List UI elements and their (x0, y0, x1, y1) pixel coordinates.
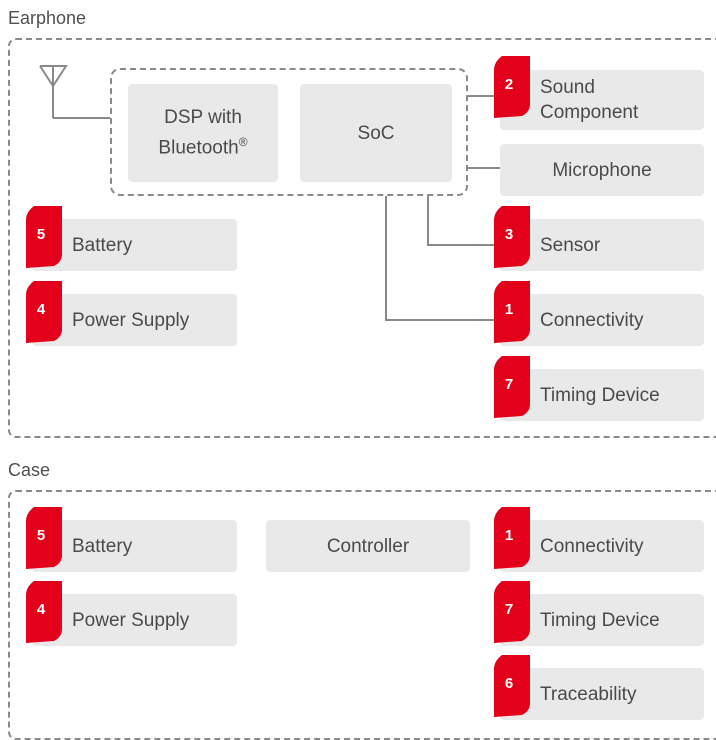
badge-number: 2 (504, 76, 514, 93)
sensor-label: Sensor (540, 234, 601, 256)
badge-power-supply: 4 (26, 281, 64, 343)
badge-connectivity: 1 (494, 281, 532, 343)
dsp-label-line2: Bluetooth (158, 137, 239, 159)
case-frame (8, 490, 716, 740)
microphone-label: Microphone (552, 159, 652, 181)
badge-case-connectivity: 1 (494, 507, 532, 569)
battery-block: Battery (32, 219, 237, 271)
processor-group-frame (110, 68, 468, 196)
traceability-label: Traceability (540, 683, 637, 705)
badge-case-timing-device: 7 (494, 581, 532, 643)
case-power-supply-block: Power Supply (32, 594, 237, 646)
sound-label-line2: Component (540, 102, 639, 123)
badge-number: 1 (504, 527, 514, 544)
badge-number: 4 (36, 301, 46, 318)
case-battery-label: Battery (72, 535, 133, 557)
badge-number: 1 (504, 301, 514, 318)
microphone-block: Microphone (500, 144, 704, 196)
case-battery-block: Battery (32, 520, 237, 572)
connectivity-label: Connectivity (540, 309, 644, 331)
power-label: Power Supply (72, 309, 190, 331)
badge-number: 5 (36, 226, 46, 243)
soc-block: SoC (300, 84, 452, 182)
badge-number: 3 (504, 226, 514, 243)
case-timing-device-block: Timing Device (500, 594, 704, 646)
badge-number: 7 (504, 601, 514, 618)
badge-number: 6 (504, 675, 514, 692)
connectivity-block: Connectivity (500, 294, 704, 346)
earphone-frame (8, 38, 716, 438)
case-connectivity-block: Connectivity (500, 520, 704, 572)
timing-label: Timing Device (540, 384, 660, 406)
registered-mark: ® (238, 135, 248, 150)
earphone-section-title: Earphone (8, 8, 87, 28)
sensor-block: Sensor (500, 219, 704, 271)
badge-sensor: 3 (494, 206, 532, 268)
case-connectivity-label: Connectivity (540, 535, 644, 557)
dsp-label-line1: DSP with (164, 107, 242, 129)
case-timing-label: Timing Device (540, 609, 660, 631)
soc-label: SoC (357, 122, 395, 144)
controller-block: Controller (266, 520, 470, 572)
dsp-bluetooth-block: DSP with Bluetooth® (128, 84, 278, 182)
badge-case-battery: 5 (26, 507, 64, 569)
badge-battery: 5 (26, 206, 64, 268)
timing-device-block: Timing Device (500, 369, 704, 421)
badge-sound-component: 2 (494, 56, 532, 118)
battery-label: Battery (72, 234, 133, 256)
badge-case-power-supply: 4 (26, 581, 64, 643)
badge-number: 4 (36, 601, 46, 618)
case-power-label: Power Supply (72, 609, 190, 631)
badge-number: 5 (36, 527, 46, 544)
case-section-title: Case (8, 460, 51, 480)
power-supply-block: Power Supply (32, 294, 237, 346)
sound-label-line1: Sound (540, 77, 595, 98)
traceability-block: Traceability (500, 668, 704, 720)
badge-number: 7 (504, 376, 514, 393)
controller-label: Controller (326, 535, 410, 557)
badge-traceability: 6 (494, 655, 532, 717)
badge-timing-device: 7 (494, 356, 532, 418)
